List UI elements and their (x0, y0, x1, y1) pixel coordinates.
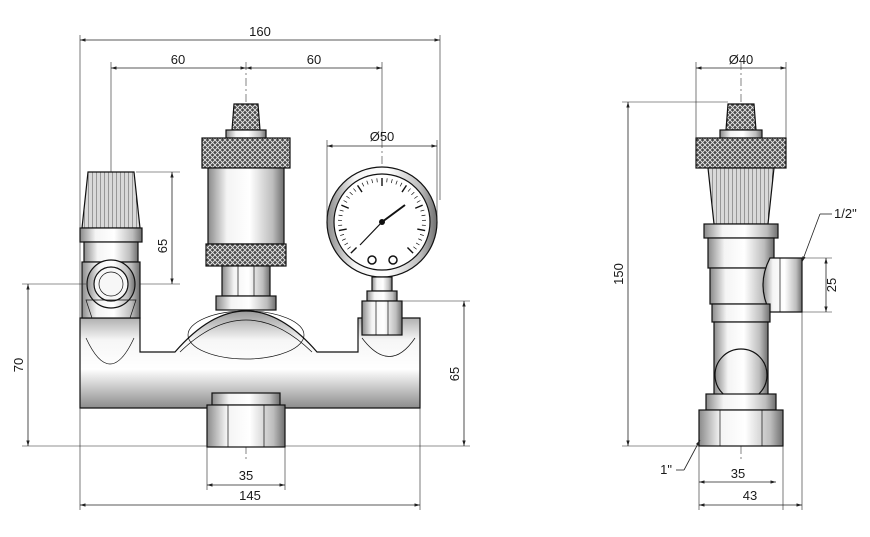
gauge-tick (346, 195, 350, 199)
air-vent (201, 103, 291, 311)
gauge-tick (339, 209, 344, 212)
gauge-tick (338, 228, 347, 232)
gauge-tick (353, 188, 357, 192)
gauge-tick (414, 204, 423, 209)
gauge-tick (395, 180, 398, 185)
dim-body-width-label: 145 (239, 488, 261, 503)
side-safety-valve (703, 167, 803, 323)
gauge-tick (401, 185, 408, 193)
safety-valve (79, 171, 143, 319)
dim-right-height-label: 65 (447, 367, 462, 381)
gauge-tick (338, 214, 343, 217)
gauge-tick (419, 234, 424, 236)
manifold-body (79, 310, 421, 409)
dim-bottom-port-label: 35 (239, 468, 253, 483)
dim-side-total-width-label: 43 (743, 488, 757, 503)
dim-total-width-label: 160 (249, 24, 271, 39)
gauge-tick (421, 214, 426, 217)
gauge-tick (350, 246, 358, 254)
gauge-tick (366, 180, 369, 185)
front-dimensions (22, 35, 470, 510)
gauge-tick (415, 242, 420, 246)
side-manifold-body (698, 321, 784, 447)
gauge-tick (418, 238, 423, 241)
gauge-tick (356, 185, 363, 193)
gauge-tick (407, 188, 411, 192)
gauge-tick (416, 200, 421, 203)
gauge-tick (344, 242, 349, 246)
front-view: 160 60 60 Ø50 65 70 65 35 145 (11, 24, 470, 510)
gauge-tick (413, 246, 417, 250)
side-air-vent (695, 103, 787, 169)
dim-right-spacing-label: 60 (307, 52, 321, 67)
dim-thread-bottom-label: 1" (660, 462, 672, 477)
dim-side-total-height-label: 150 (611, 263, 626, 285)
dim-left-height-label: 70 (11, 358, 26, 372)
dim-top-diameter-label: Ø40 (729, 52, 754, 67)
gauge-tick (390, 179, 393, 184)
dim-valve-height-label: 65 (155, 239, 170, 253)
gauge-tick (411, 191, 415, 196)
gauge-tick (406, 246, 414, 254)
dim-left-spacing-label: 60 (171, 52, 185, 67)
gauge-tick (343, 200, 348, 203)
pressure-gauge (326, 166, 438, 336)
bottom-port (206, 392, 286, 448)
gauge-tick (341, 204, 350, 209)
gauge-tick (420, 209, 425, 212)
gauge-tick (417, 228, 426, 232)
dim-thread-top-label: 1/2" (834, 206, 857, 221)
gauge-tick (399, 182, 403, 187)
gauge-tick (347, 246, 351, 250)
gauge-tick (341, 238, 346, 241)
side-dimensions (622, 62, 832, 510)
gauge-tick (340, 234, 345, 236)
gauge-tick (349, 191, 353, 196)
dim-gauge-diameter-label: Ø50 (370, 129, 395, 144)
gauge-tick (371, 179, 374, 184)
dim-port-height-label: 25 (824, 278, 839, 292)
gauge-tick (414, 195, 418, 199)
dim-side-port-width-label: 35 (731, 466, 745, 481)
side-view: Ø40 150 1/2" 25 1" 35 43 (611, 52, 857, 510)
gauge-tick (361, 182, 365, 187)
